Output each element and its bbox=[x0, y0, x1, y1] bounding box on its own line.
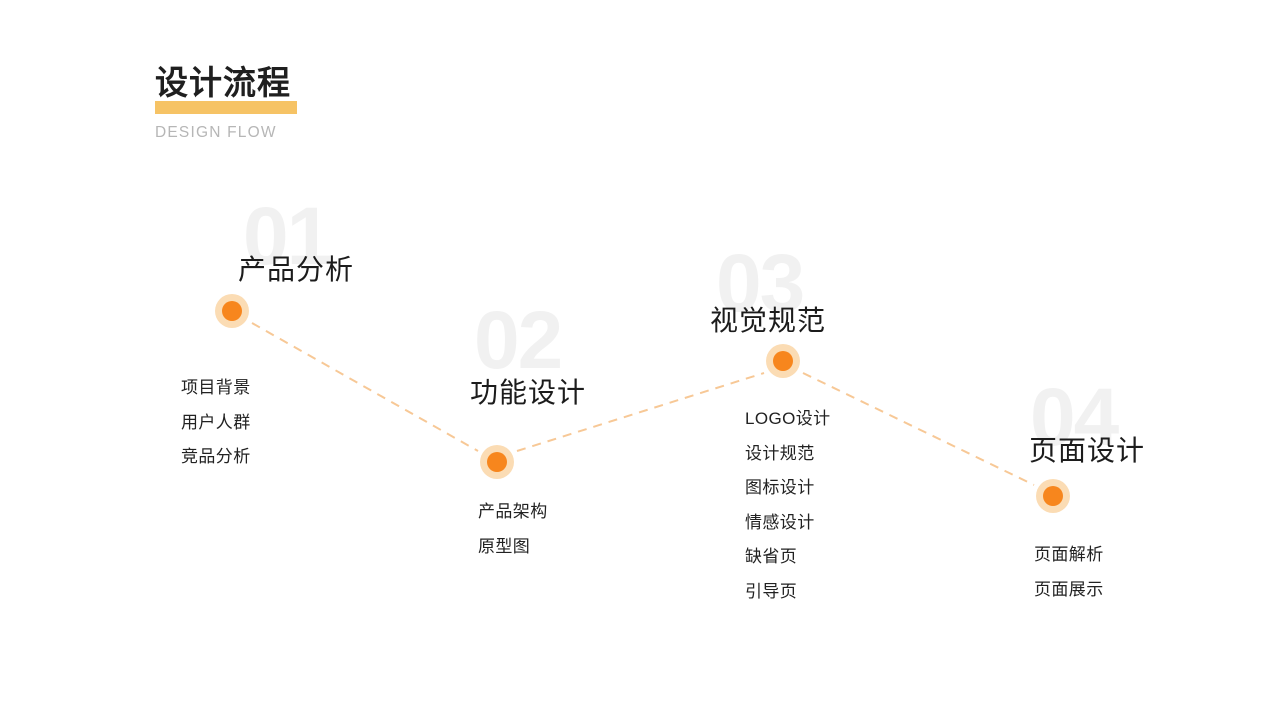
step-1-item-list: 项目背景 用户人群 竞品分析 bbox=[181, 371, 251, 475]
connector-1-to-2 bbox=[251, 322, 479, 452]
list-item: 项目背景 bbox=[181, 378, 251, 397]
step-3-marker-core bbox=[773, 351, 793, 371]
page-title-block: 设计流程 DESIGN FLOW bbox=[155, 63, 575, 142]
step-1-watermark-number: 01 bbox=[243, 191, 332, 282]
title-highlight-bar bbox=[155, 101, 297, 114]
step-1-marker-core bbox=[222, 301, 242, 321]
list-item: 设计规范 bbox=[745, 443, 815, 463]
step-3-watermark-number: 03 bbox=[716, 238, 805, 329]
step-4-item-list: 页面解析 页面展示 bbox=[1034, 538, 1104, 607]
step-4-watermark-number: 04 bbox=[1030, 372, 1119, 463]
page-title: 设计流程 bbox=[155, 64, 291, 101]
step-1-heading: 产品分析 bbox=[238, 254, 355, 285]
step-2-watermark-number: 02 bbox=[474, 295, 563, 386]
list-item: 引导页 bbox=[745, 581, 798, 601]
step-4-marker-core bbox=[1043, 486, 1063, 506]
list-item: LOGO设计 bbox=[745, 409, 831, 428]
list-item: 竞品分析 bbox=[181, 447, 251, 466]
list-item: 图标设计 bbox=[745, 478, 815, 497]
connector-3-to-4 bbox=[802, 372, 1035, 486]
list-item: 产品架构 bbox=[478, 502, 548, 521]
list-item: 缺省页 bbox=[745, 547, 798, 566]
list-item: 页面展示 bbox=[1034, 579, 1104, 599]
list-item: 情感设计 bbox=[745, 512, 815, 532]
title-with-highlight: 设计流程 bbox=[155, 63, 297, 114]
connector-2-to-3 bbox=[516, 372, 765, 452]
step-2-item-list: 产品架构 原型图 bbox=[478, 495, 548, 564]
step-3-marker-dot[interactable] bbox=[766, 344, 800, 378]
page-subtitle: DESIGN FLOW bbox=[155, 124, 277, 141]
list-item: 用户人群 bbox=[181, 412, 251, 432]
step-4-marker-dot[interactable] bbox=[1036, 479, 1070, 513]
step-3-item-list: LOGO设计 设计规范 图标设计 情感设计 缺省页 引导页 bbox=[745, 402, 831, 609]
list-item: 原型图 bbox=[478, 536, 531, 556]
step-1-marker-dot[interactable] bbox=[215, 294, 249, 328]
list-item: 页面解析 bbox=[1034, 545, 1104, 564]
step-2-marker-core bbox=[487, 452, 507, 472]
step-3-heading: 视觉规范 bbox=[710, 305, 827, 336]
step-4-heading: 页面设计 bbox=[1029, 435, 1146, 466]
step-2-marker-dot[interactable] bbox=[480, 445, 514, 479]
step-2-heading: 功能设计 bbox=[470, 377, 587, 408]
